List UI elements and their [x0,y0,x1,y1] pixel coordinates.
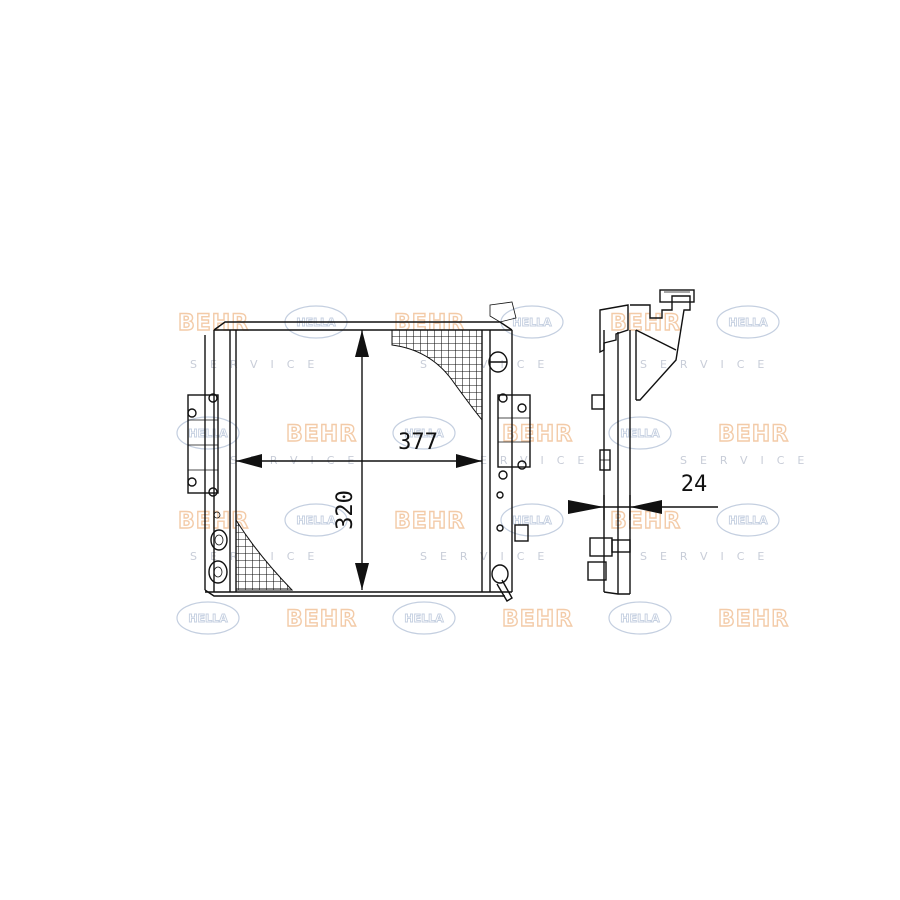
right-fittings [488,301,529,602]
behr-logo-watermark: BEHR [502,607,573,632]
hella-logo-oval-icon [284,503,348,537]
hella-logo-watermark: HELLA [296,514,336,527]
right-mounting-bracket [497,393,531,480]
hella-logo-oval-icon [392,601,456,635]
depth-dimension-label: 24 [681,472,708,497]
service-word-watermark: SERVICE [640,358,777,371]
drain-fittings-left [208,511,228,584]
hella-logo-oval-icon [176,416,240,450]
width-dimension [236,454,482,468]
hella-logo-watermark: HELLA [404,427,444,440]
behr-logo-watermark: BEHR [178,311,249,336]
hella-logo-oval-icon [716,503,780,537]
service-word-watermark: SERVICE [190,358,327,371]
hella-logo-oval-icon [500,503,564,537]
hella-logo-watermark: HELLA [620,612,660,625]
hella-logo-watermark: HELLA [404,612,444,625]
service-word-watermark: SERVICE [680,454,817,467]
hella-logo-oval-icon [176,601,240,635]
depth-dimension [568,495,718,520]
left-mounting-bracket [187,393,219,497]
hella-logo-watermark: HELLA [728,316,768,329]
hella-logo-watermark: HELLA [188,427,228,440]
width-dimension-label: 377 [398,430,438,455]
radiator-side-view [568,289,718,595]
hella-logo-watermark: HELLA [512,514,552,527]
hella-logo-oval-icon [608,601,672,635]
service-word-watermark: SERVICE [420,550,557,563]
hella-logo-oval-icon [608,416,672,450]
core-fin-hatch-bottom-left [235,518,294,591]
service-word-watermark: SERVICE [640,550,777,563]
hella-logo-watermark: HELLA [512,316,552,329]
behr-logo-watermark: BEHR [610,509,681,534]
hella-logo-oval-icon [392,416,456,450]
radiator-front-view [187,301,531,602]
hella-logo-watermark: HELLA [620,427,660,440]
behr-logo-watermark: BEHR [286,422,357,447]
hella-logo-oval-icon [716,305,780,339]
height-dimension [355,330,369,590]
hella-logo-watermark: HELLA [188,612,228,625]
height-dimension-label: 320 [333,490,358,530]
behr-logo-watermark: BEHR [502,422,573,447]
core-fin-hatch-top-right [391,329,483,422]
hella-logo-watermark: HELLA [728,514,768,527]
behr-logo-watermark: BEHR [718,607,789,632]
behr-logo-watermark: BEHR [718,422,789,447]
behr-logo-watermark: BEHR [394,509,465,534]
behr-logo-watermark: BEHR [286,607,357,632]
